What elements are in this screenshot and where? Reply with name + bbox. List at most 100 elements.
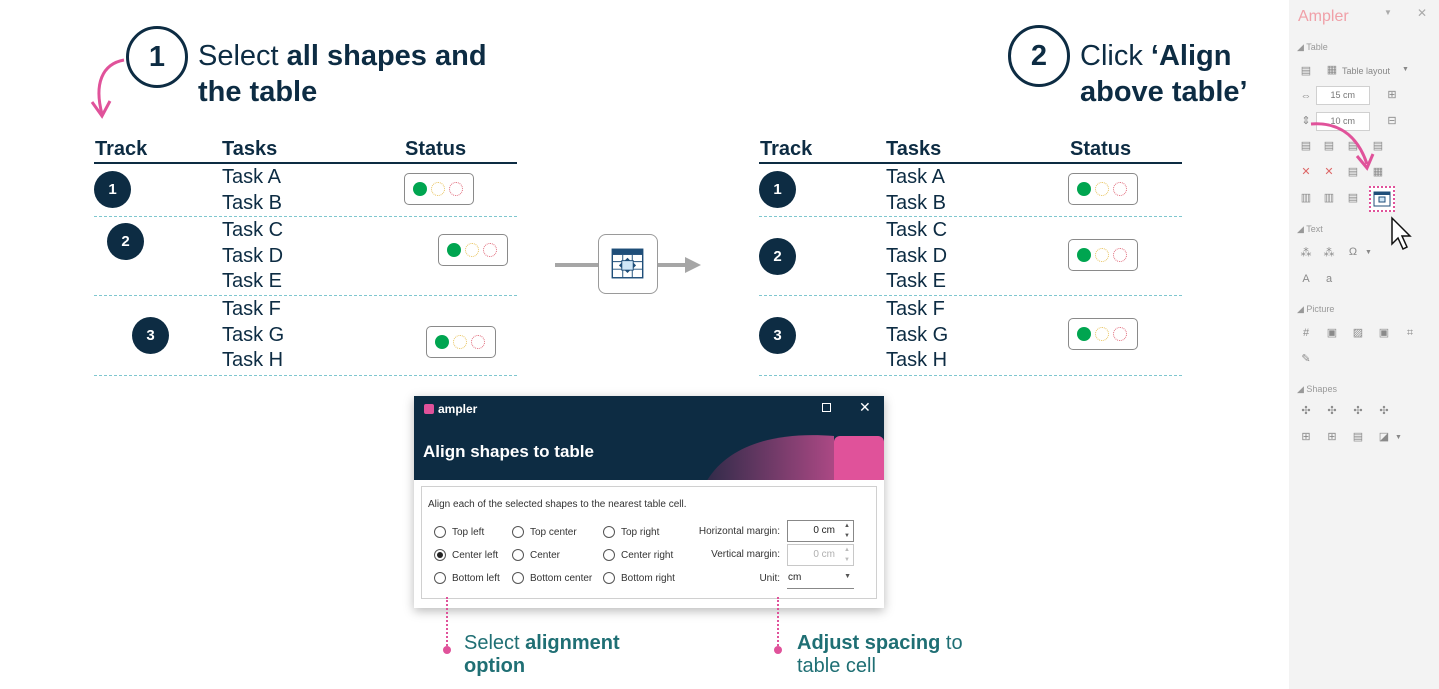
panel-dropdown-icon[interactable]: ▼: [1384, 8, 1392, 17]
radio-bottom-left[interactable]: Bottom left: [434, 572, 500, 584]
table-tool-icon[interactable]: ▤: [1347, 140, 1359, 152]
track-badge-1[interactable]: 1: [94, 171, 131, 208]
table-width-input[interactable]: 15 cm: [1316, 86, 1370, 105]
text-tool-icon[interactable]: A: [1302, 273, 1310, 285]
unit-select[interactable]: cm ▼: [787, 571, 854, 589]
status-indicator[interactable]: [438, 234, 508, 266]
status-indicator[interactable]: [1068, 239, 1138, 271]
chevron-down-icon[interactable]: ▼: [1402, 66, 1409, 73]
shapes-tool-icon[interactable]: ⊞: [1301, 431, 1311, 443]
radio-center-right[interactable]: Center right: [603, 549, 673, 561]
radio-top-right[interactable]: Top right: [603, 526, 659, 538]
table-layout-label[interactable]: Table layout: [1342, 66, 1391, 76]
radio-top-left[interactable]: Top left: [434, 526, 484, 538]
chevron-down-icon[interactable]: ▼: [1395, 434, 1402, 441]
track-badge-1[interactable]: 1: [759, 171, 796, 208]
table-row: [759, 296, 1182, 376]
delete-icon[interactable]: ✕: [1324, 166, 1334, 178]
radio-bottom-center[interactable]: Bottom center: [512, 572, 592, 584]
status-indicator[interactable]: [1068, 318, 1138, 350]
table-header: Track Tasks Status: [759, 138, 1182, 164]
shapes-tool-icon[interactable]: ✣: [1379, 405, 1389, 417]
status-indicator[interactable]: [426, 326, 496, 358]
shapes-tool-icon[interactable]: ▤: [1352, 431, 1364, 443]
annotation-dot-right: [774, 646, 782, 654]
chevron-down-icon: ▼: [844, 573, 851, 580]
track-badge-3[interactable]: 3: [132, 317, 169, 354]
header-tasks: Tasks: [886, 138, 942, 160]
dialog-body: Align each of the selected shapes to the…: [421, 486, 877, 599]
panel-title: Ampler: [1298, 8, 1349, 25]
text-tool-icon[interactable]: ⁂: [1323, 247, 1335, 259]
table-tool-icon[interactable]: ▤: [1347, 192, 1359, 204]
table-tool-icon[interactable]: ▤: [1300, 140, 1312, 152]
step-1-text-plain: Select: [198, 40, 287, 72]
height-icon: ⇕: [1301, 115, 1311, 127]
section-text[interactable]: ◢ Text: [1297, 224, 1323, 234]
step-2-instruction: Click ‘Align above table’: [1080, 38, 1248, 110]
dialog-header-graphic: [707, 435, 884, 480]
table-row: [759, 164, 1182, 217]
shapes-tool-icon[interactable]: ✣: [1301, 405, 1311, 417]
picture-tool-icon[interactable]: ▣: [1326, 327, 1338, 339]
picture-tool-icon[interactable]: ⌗: [1406, 327, 1414, 339]
shapes-tool-icon[interactable]: ◪: [1378, 431, 1390, 443]
distribute-rows-icon[interactable]: ⊟: [1387, 115, 1397, 127]
align-above-table-button[interactable]: [1369, 186, 1395, 212]
status-indicator[interactable]: [1068, 173, 1138, 205]
section-shapes[interactable]: ◢ Shapes: [1297, 384, 1337, 394]
table-tool-icon[interactable]: ▤: [1323, 140, 1335, 152]
header-status: Status: [1070, 138, 1132, 160]
table-tool-icon[interactable]: ▥: [1300, 192, 1312, 204]
text-tool-icon[interactable]: ⁂: [1300, 247, 1312, 259]
delete-icon[interactable]: ✕: [1301, 166, 1311, 178]
table-tool-icon[interactable]: ▤: [1347, 166, 1359, 178]
annotation-dot-left: [443, 646, 451, 654]
table-layout-icon[interactable]: ▦: [1326, 64, 1338, 76]
table-props-icon[interactable]: ▤: [1300, 65, 1312, 77]
picture-tool-icon[interactable]: #: [1302, 327, 1310, 339]
horizontal-margin-input[interactable]: 0 cm ▲ ▼: [787, 520, 854, 542]
ampler-side-panel: Ampler ▼ ✕ ◢ Table ▤ ▦ Table layout ▼ ⇔ …: [1289, 0, 1439, 689]
text-tool-icon[interactable]: a: [1325, 273, 1333, 285]
panel-close-icon[interactable]: ✕: [1417, 6, 1428, 20]
annotation-line-left: [446, 597, 448, 649]
distribute-columns-icon[interactable]: ⊞: [1387, 89, 1397, 101]
track-badge-3[interactable]: 3: [759, 317, 796, 354]
step-1-text-bold-2: the table: [198, 76, 318, 108]
track-badge-2[interactable]: 2: [107, 223, 144, 260]
dialog-description: Align each of the selected shapes to the…: [428, 499, 687, 510]
section-table[interactable]: ◢ Table: [1297, 42, 1328, 52]
section-picture[interactable]: ◢ Picture: [1297, 304, 1335, 314]
close-icon[interactable]: ✕: [859, 399, 871, 415]
shapes-tool-icon[interactable]: ✣: [1353, 405, 1363, 417]
table-tool-icon[interactable]: ▤: [1372, 140, 1384, 152]
radio-center[interactable]: Center: [512, 549, 560, 561]
step-2-text-bold-1: ‘Align: [1150, 40, 1232, 72]
radio-center-left[interactable]: Center left: [434, 549, 498, 561]
align-above-table-icon: [1373, 191, 1391, 207]
picture-tool-icon[interactable]: ▨: [1352, 327, 1364, 339]
maximize-icon[interactable]: [822, 403, 831, 412]
omega-symbol-icon[interactable]: Ω: [1348, 246, 1358, 258]
picture-tool-icon[interactable]: ✎: [1301, 353, 1311, 365]
header-track: Track: [95, 138, 148, 160]
table-tool-icon[interactable]: ▥: [1323, 192, 1335, 204]
step-2-text-plain: Click: [1080, 40, 1151, 72]
shapes-tool-icon[interactable]: ✣: [1327, 405, 1337, 417]
track-badge-2[interactable]: 2: [759, 238, 796, 275]
vertical-margin-input[interactable]: 0 cm ▲ ▼: [787, 544, 854, 566]
status-indicator[interactable]: [404, 173, 474, 205]
table-row: [94, 164, 517, 217]
radio-top-center[interactable]: Top center: [512, 526, 577, 538]
table-tool-icon[interactable]: ▦: [1372, 166, 1384, 178]
chevron-down-icon[interactable]: ▼: [1365, 249, 1372, 256]
width-icon: ⇔: [1300, 90, 1312, 102]
picture-tool-icon[interactable]: ▣: [1378, 327, 1390, 339]
radio-bottom-right[interactable]: Bottom right: [603, 572, 675, 584]
shapes-tool-icon[interactable]: ⊞: [1327, 431, 1337, 443]
